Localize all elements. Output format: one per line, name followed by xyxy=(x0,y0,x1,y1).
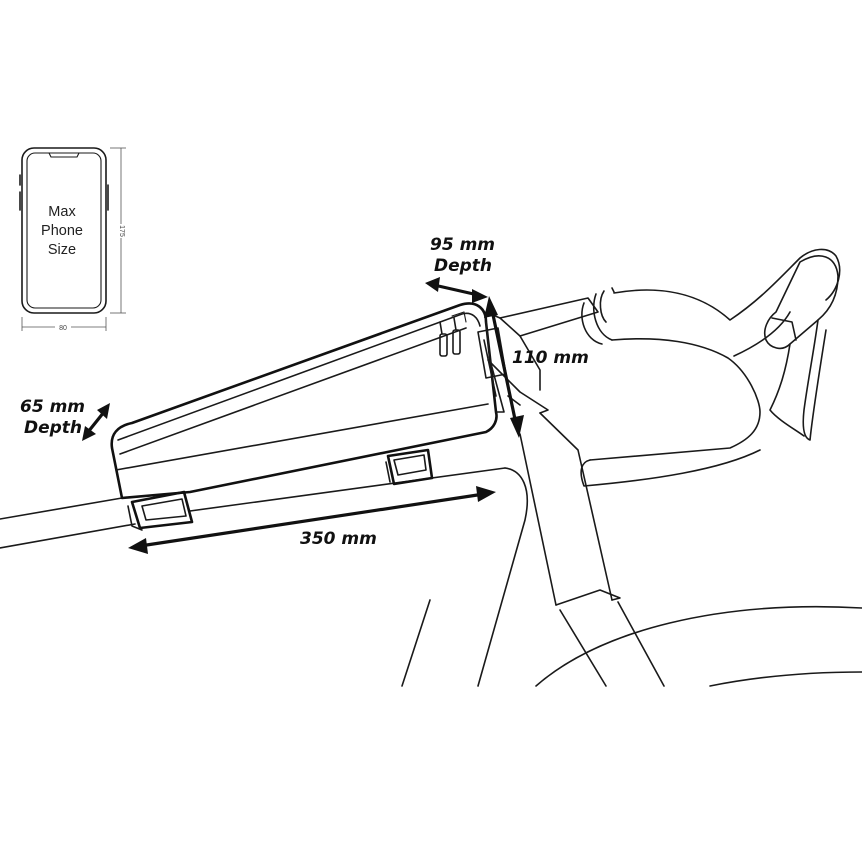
phone-screen xyxy=(26,152,102,309)
phone-height-value: 175 xyxy=(118,225,125,237)
bike-frame xyxy=(0,297,862,687)
brake-hood xyxy=(763,255,839,350)
down-tube xyxy=(477,467,529,687)
bag-zip-line xyxy=(117,312,481,441)
phone-width-value: 80 xyxy=(59,325,67,332)
length-label: 350 mm xyxy=(300,529,377,549)
rear-depth-arrow xyxy=(82,403,110,441)
brake-lever xyxy=(802,319,827,441)
top-tube xyxy=(0,497,123,520)
phone-width-dimension: 80 xyxy=(21,317,107,332)
front-depth-word: Depth xyxy=(434,256,492,276)
front-strap xyxy=(385,448,434,486)
rear-strap xyxy=(127,490,194,531)
head-tube xyxy=(539,412,613,601)
height-label: 110 mm xyxy=(512,348,589,368)
phone-outline xyxy=(21,147,107,314)
bag-body xyxy=(110,302,498,500)
dimension-arrows xyxy=(82,277,524,554)
length-arrow xyxy=(128,486,496,554)
phone-notch xyxy=(48,152,80,158)
phone-label-line1: Max xyxy=(48,204,76,220)
front-depth-value: 95 mm xyxy=(430,235,495,255)
phone-label-line2: Phone xyxy=(41,223,83,239)
phone-height-dimension: 175 xyxy=(110,147,126,314)
handlebar xyxy=(580,248,841,487)
fork xyxy=(555,589,621,606)
zipper-pulls xyxy=(439,311,467,357)
top-tube-bag xyxy=(110,302,505,531)
rear-depth-value: 65 mm xyxy=(20,397,85,417)
phone-label-line3: Size xyxy=(48,242,76,258)
rear-depth-word: Depth xyxy=(24,418,82,438)
front-wheel xyxy=(535,605,862,687)
phone-size-reference: Max Phone Size 175 80 xyxy=(19,147,126,332)
front-depth-arrow xyxy=(425,277,488,303)
height-arrow xyxy=(484,296,524,438)
